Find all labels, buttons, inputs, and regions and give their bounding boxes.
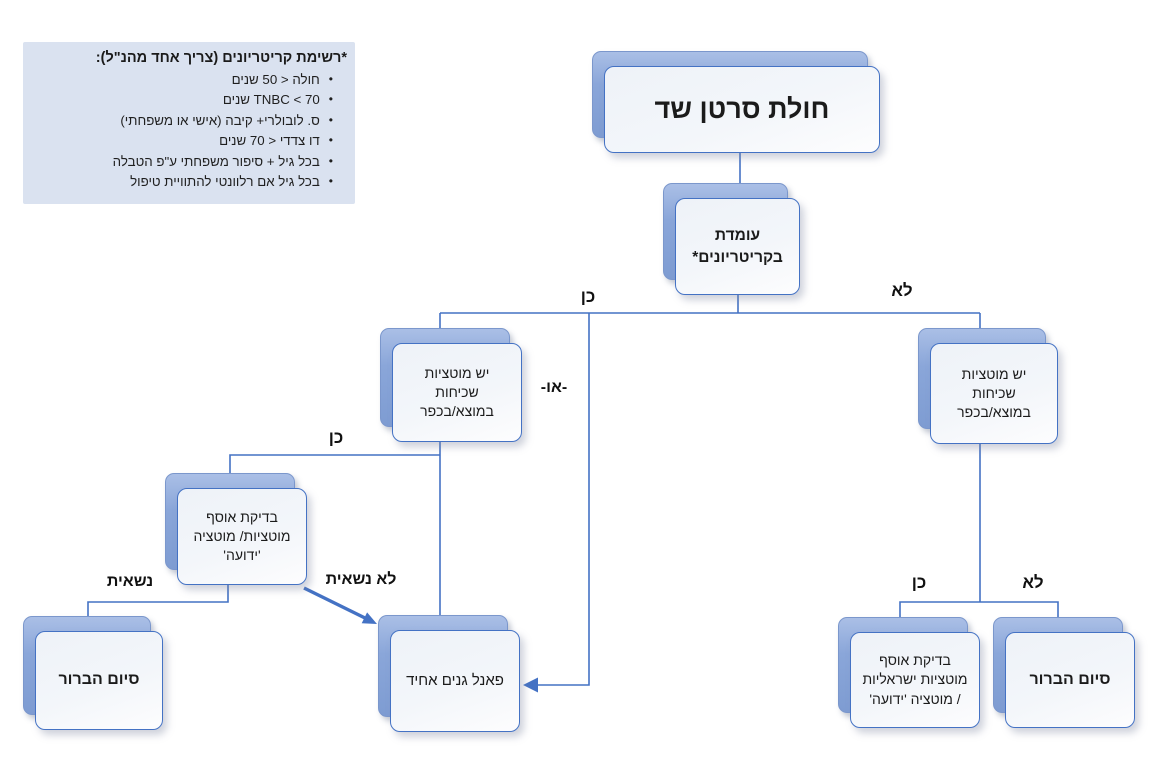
node-mutation-panel-test-left: בדיקת אוסף מוטציות/ מוטציה 'ידועה' [165, 473, 307, 585]
edge-label-or: -או- [540, 379, 568, 396]
node-unified-gene-panel: פאנל גנים אחיד [378, 615, 520, 732]
node-breast-cancer-patient: חולת סרטן שד [592, 51, 880, 153]
node-label: חולת סרטן שד [654, 93, 830, 124]
not-carrier-arrowhead-icon [361, 612, 377, 624]
node-label-line: יש מוטציות [424, 364, 490, 381]
node-label-line: שכיחות [972, 384, 1016, 401]
arrow-not-carrier-line [303, 586, 366, 620]
node-label-line: יש מוטציות [961, 365, 1027, 382]
edge-label-yes-left: כן [328, 428, 344, 447]
edge-branch2 [899, 601, 1059, 618]
criteria-note-panel: *רשימת קריטריונים (צריך אחד מהנ"ל): חולה… [23, 42, 355, 204]
node-common-mutations-no-branch: יש מוטציות שכיחות במוצא/בכפר [918, 328, 1058, 444]
node-israeli-mutation-panel-test: בדיקת אוסף מוטציות ישראליות / מוטציה 'יד… [838, 617, 980, 728]
node-label-line: במוצא/בכפר [957, 404, 1031, 421]
node-label-line: שכיחות [435, 383, 479, 400]
node-label-line: 'ידועה' [223, 547, 261, 564]
node-label-line: בדיקת אוסף [206, 508, 278, 525]
node-label: סיום הברור [1029, 670, 1111, 688]
criteria-note-item: ס. לובולרי+ קיבה (אישי או משפחתי) [29, 111, 333, 131]
node-common-mutations-yes-branch: יש מוטציות שכיחות במוצא/בכפר [380, 328, 522, 442]
or-arrowhead-icon [523, 677, 538, 693]
node-end-workup-left: סיום הברור [23, 616, 163, 730]
node-label: פאנל גנים אחיד [406, 671, 504, 689]
edge-label-carrier: נשאית [106, 573, 154, 590]
criteria-note-item: בכל גיל + סיפור משפחתי ע"פ הטבלה [29, 152, 333, 172]
node-label: סיום הברור [58, 671, 140, 689]
criteria-note-title: *רשימת קריטריונים (צריך אחד מהנ"ל): [95, 50, 347, 66]
node-label-line: בקריטריונים* [692, 248, 783, 266]
node-end-workup-right: סיום הברור [993, 617, 1135, 728]
node-meets-criteria: עומדת בקריטריונים* [663, 183, 800, 295]
edge-label-yes-top: כן [580, 287, 596, 306]
criteria-note-item: TNBC < 70 שנים [29, 90, 333, 110]
node-label-line: מוטציות/ מוטציה [193, 527, 291, 544]
edge-label-no-right: לא [1022, 573, 1044, 592]
node-label-line: עומדת [714, 227, 761, 245]
edge-label-not-carrier: לא נשאית [325, 571, 397, 588]
edge-label-no-top: לא [891, 281, 913, 300]
criteria-note-list: חולה < 50 שנים TNBC < 70 שנים ס. לובולרי… [29, 70, 333, 192]
node-label-line: בדיקת אוסף [879, 652, 951, 669]
node-label-line: מוטציות ישראליות [862, 671, 968, 688]
node-label-line: במוצא/בכפר [420, 403, 494, 420]
node-label-line: / מוטציה 'ידועה' [869, 690, 961, 707]
criteria-note-item: דו צדדי < 70 שנים [29, 131, 333, 151]
criteria-note-item: חולה < 50 שנים [29, 70, 333, 90]
edge-yes-to-known-test [229, 454, 440, 473]
edge-or-path [538, 313, 590, 686]
edge-label-yes-right: כן [911, 573, 927, 592]
criteria-note-item: בכל גיל אם רלוונטי להתוויית טיפול [29, 172, 333, 192]
